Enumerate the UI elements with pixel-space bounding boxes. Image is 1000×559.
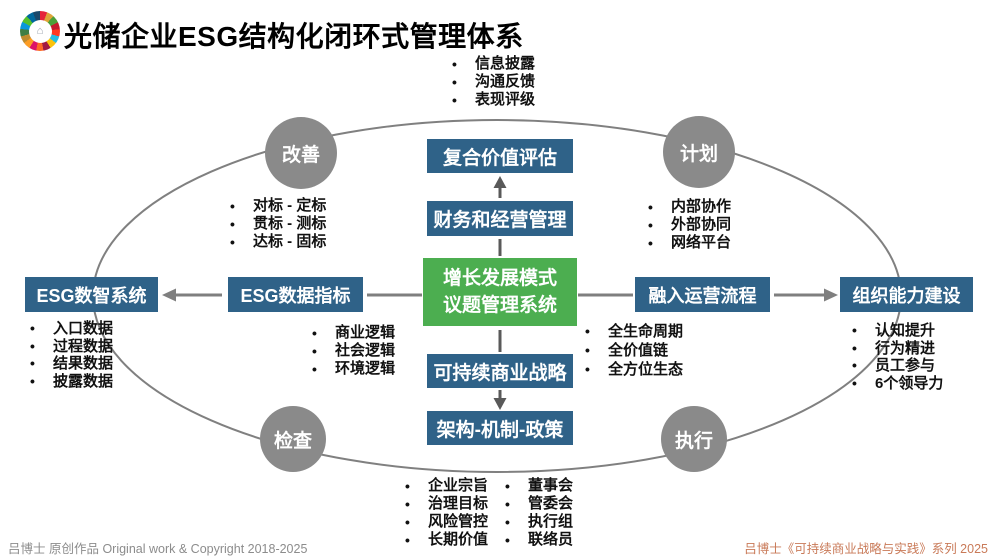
list-item: 管委会 — [505, 495, 573, 513]
list-item: 员工参与 — [852, 357, 943, 375]
arrow-left-icon — [162, 288, 176, 302]
list-item: 6个领导力 — [852, 375, 943, 393]
list-item: 全方位生态 — [585, 360, 683, 379]
list-item: 信息披露 — [452, 55, 535, 73]
list-item: 企业宗旨 — [405, 477, 488, 495]
list-item: 入口数据 — [30, 320, 113, 338]
list-item: 联络员 — [505, 531, 573, 549]
pdca-circle-do: 执行 — [661, 406, 727, 472]
list-item: 全生命周期 — [585, 322, 683, 341]
list-item: 风险管控 — [405, 513, 488, 531]
arrow-down-icon — [493, 398, 507, 410]
top-bullet-list: 信息披露 沟通反馈 表现评级 — [452, 55, 535, 109]
list-item: 贯标 - 测标 — [230, 215, 326, 233]
list-item: 全价值链 — [585, 341, 683, 360]
list-item: 认知提升 — [852, 322, 943, 340]
smart-system-bullet-list: 入口数据 过程数据 结果数据 披露数据 — [30, 320, 113, 390]
list-item: 环境逻辑 — [312, 360, 395, 378]
sdg-wheel-icon: ⌂ — [20, 11, 60, 51]
list-item: 披露数据 — [30, 373, 113, 391]
pdca-circle-check: 检查 — [260, 406, 326, 472]
footer-series: 吕博士《可持续商业战略与实践》系列 2025 — [744, 542, 988, 556]
list-item: 表现评级 — [452, 91, 535, 109]
list-item: 董事会 — [505, 477, 573, 495]
list-item: 沟通反馈 — [452, 73, 535, 91]
list-item: 网络平台 — [648, 234, 731, 252]
pdca-circle-improve: 改善 — [265, 117, 337, 189]
page-title: 光储企业ESG结构化闭环式管理体系 — [64, 21, 524, 52]
list-item: 结果数据 — [30, 355, 113, 373]
arrow-right-icon — [824, 288, 838, 302]
arrow-up-icon — [493, 176, 507, 188]
box-finance-ops: 财务和经营管理 — [427, 201, 573, 236]
improve-bullet-list: 对标 - 定标 贯标 - 测标 达标 - 固标 — [230, 197, 326, 251]
bodies-bullet-list: 董事会 管委会 执行组 联络员 — [505, 477, 573, 549]
list-item: 达标 - 固标 — [230, 233, 326, 251]
list-item: 治理目标 — [405, 495, 488, 513]
footer-copyright: 吕博士 原创作品 Original work & Copyright 2018-… — [8, 542, 308, 556]
sdg-wheel-hub: ⌂ — [28, 19, 52, 43]
box-composite-value: 复合价值评估 — [427, 139, 573, 173]
list-item: 外部协同 — [648, 216, 731, 234]
box-growth-model: 增长发展模式 议题管理系统 — [423, 258, 577, 326]
box-esg-smart-system: ESG数智系统 — [25, 277, 158, 312]
list-item: 行为精进 — [852, 340, 943, 358]
box-esg-data-metrics: ESG数据指标 — [228, 277, 363, 312]
data-metrics-bullet-list: 商业逻辑 社会逻辑 环境逻辑 — [312, 324, 395, 378]
box-sustainable-strategy: 可持续商业战略 — [427, 354, 573, 388]
pdca-circle-plan: 计划 — [663, 116, 735, 188]
list-item: 商业逻辑 — [312, 324, 395, 342]
list-item: 对标 - 定标 — [230, 197, 326, 215]
list-item: 社会逻辑 — [312, 342, 395, 360]
list-item: 执行组 — [505, 513, 573, 531]
list-item: 内部协作 — [648, 198, 731, 216]
governance-bullet-list: 企业宗旨 治理目标 风险管控 长期价值 — [405, 477, 488, 549]
box-org-capability: 组织能力建设 — [840, 277, 973, 312]
box-embed-operations: 融入运营流程 — [635, 277, 770, 312]
embed-ops-bullet-list: 全生命周期 全价值链 全方位生态 — [585, 322, 683, 379]
box-structure-policy: 架构-机制-政策 — [427, 411, 573, 445]
list-item: 过程数据 — [30, 338, 113, 356]
plan-bullet-list: 内部协作 外部协同 网络平台 — [648, 198, 731, 252]
list-item: 长期价值 — [405, 531, 488, 549]
org-capability-bullet-list: 认知提升 行为精进 员工参与 6个领导力 — [852, 322, 943, 392]
